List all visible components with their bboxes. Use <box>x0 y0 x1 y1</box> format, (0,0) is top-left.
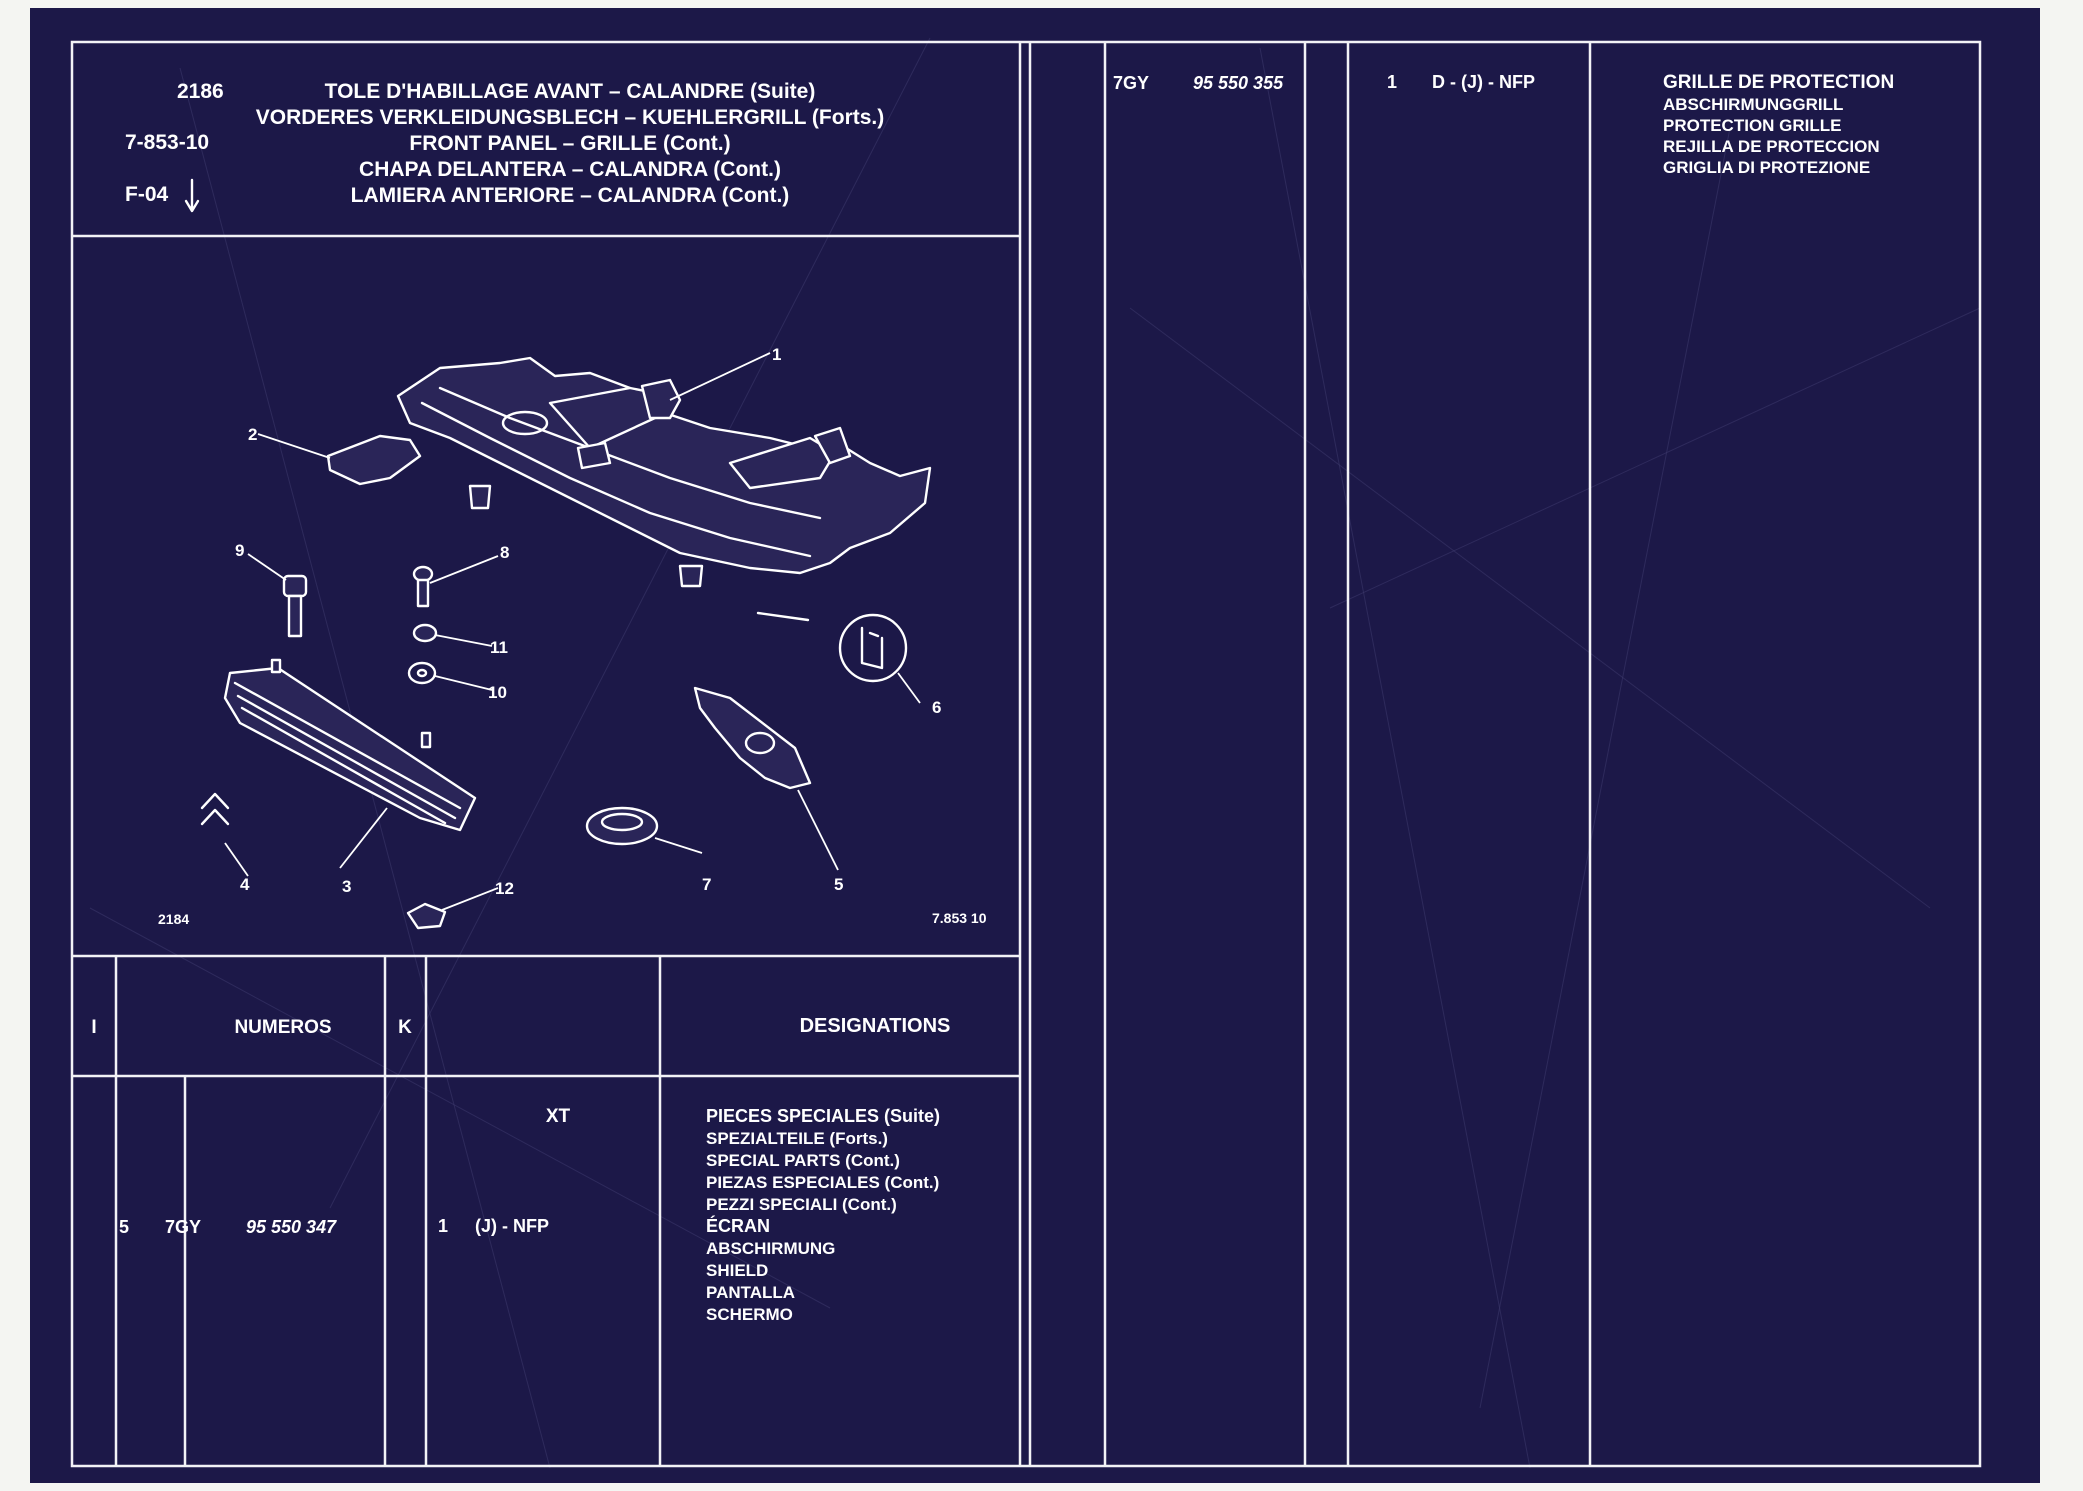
model-code: XT <box>546 1106 571 1127</box>
callout-1: 1 <box>772 345 781 364</box>
clip-nut-drawing <box>412 623 438 643</box>
row-quantity: 1 <box>1387 72 1397 92</box>
callout-8: 8 <box>500 543 509 562</box>
section-code: F-04 <box>125 183 169 206</box>
row-code: 7GY <box>1113 73 1149 93</box>
row-code: 7GY <box>165 1217 201 1237</box>
row-quantity: 1 <box>438 1216 448 1236</box>
callout-7: 7 <box>702 875 711 894</box>
row-applicability: (J) - NFP <box>475 1216 549 1236</box>
callout-9: 9 <box>235 541 244 560</box>
parts-catalog-page: 2186 7-853-10 F-04 TOLE D'HABILLAGE AVAN… <box>70 37 1982 1469</box>
row-designation-it: GRIGLIA DI PROTEZIONE <box>1663 158 1870 177</box>
callout-3: 3 <box>342 877 351 896</box>
group-title-de: SPEZIALTEILE (Forts.) <box>706 1129 888 1148</box>
row-designation-de: ABSCHIRMUNG <box>706 1239 835 1258</box>
microfiche-sheet: 2186 7-853-10 F-04 TOLE D'HABILLAGE AVAN… <box>30 8 2040 1483</box>
chevron-logo-drawing <box>200 792 230 826</box>
row-designation-en: SHIELD <box>706 1261 768 1280</box>
column-numeros-header: NUMEROS <box>234 1017 331 1038</box>
shield-drawing <box>693 686 812 790</box>
clip-detail-drawing <box>756 611 908 683</box>
title-en: FRONT PANEL – GRILLE (Cont.) <box>409 132 730 155</box>
nut-drawing <box>406 902 447 930</box>
drawing-reference: 7-853-10 <box>125 131 209 154</box>
callout-6: 6 <box>932 698 941 717</box>
screw-drawing <box>412 565 434 608</box>
column-index-header: I <box>91 1017 96 1038</box>
callout-5: 5 <box>834 875 843 894</box>
row-part-number: 95 550 355 <box>1193 73 1284 93</box>
row-applicability: D - (J) - NFP <box>1432 72 1535 92</box>
row-designation-it: SCHERMO <box>706 1305 793 1324</box>
column-k-header: K <box>398 1017 412 1038</box>
callout-10: 10 <box>488 683 507 702</box>
page-header: 2186 7-853-10 F-04 TOLE D'HABILLAGE AVAN… <box>125 80 885 213</box>
title-fr: TOLE D'HABILLAGE AVANT – CALANDRE (Suite… <box>325 80 816 103</box>
column-designations-header: DESIGNATIONS <box>800 1015 951 1037</box>
row-designation-en: PROTECTION GRILLE <box>1663 116 1842 135</box>
row-designation-fr: ÉCRAN <box>706 1215 770 1236</box>
parts-table-header: I NUMEROS K DESIGNATIONS <box>91 1015 950 1038</box>
group-title-it: PEZZI SPECIALI (Cont.) <box>706 1195 897 1214</box>
bolt-drawing <box>282 574 308 638</box>
plate-number: 2186 <box>177 80 224 103</box>
row-designation-es: REJILLA DE PROTECCION <box>1663 137 1880 156</box>
diagram-drawing-ref: 7.853 10 <box>932 910 987 926</box>
table-row: XT PIECES SPECIALES (Suite) SPEZIALTEILE… <box>119 1106 940 1324</box>
diagram-plate-ref: 2184 <box>158 911 189 927</box>
title-it: LAMIERA ANTERIORE – CALANDRA (Cont.) <box>351 184 790 207</box>
group-title-en: SPECIAL PARTS (Cont.) <box>706 1151 900 1170</box>
arrow-down-icon <box>184 178 200 213</box>
leader-lines <box>224 352 921 911</box>
table-row: 7GY 95 550 355 1 D - (J) - NFP GRILLE DE… <box>1113 72 1894 177</box>
callout-2: 2 <box>248 425 257 444</box>
group-title-es: PIEZAS ESPECIALES (Cont.) <box>706 1173 939 1192</box>
protection-grille-drawing <box>223 658 477 832</box>
callout-12: 12 <box>495 879 514 898</box>
callout-4: 4 <box>240 875 250 894</box>
oval-plug-drawing <box>585 806 659 846</box>
title-es: CHAPA DELANTERA – CALANDRA (Cont.) <box>359 158 781 181</box>
washer-drawing <box>407 661 437 685</box>
bracket-drawing <box>326 434 422 486</box>
row-designation-de: ABSCHIRMUNGGRILL <box>1663 95 1843 114</box>
group-title-fr: PIECES SPECIALES (Suite) <box>706 1106 940 1126</box>
title-de: VORDERES VERKLEIDUNGSBLECH – KUEHLERGRIL… <box>256 106 885 129</box>
front-panel-assembly-drawing <box>396 356 932 588</box>
row-designation-es: PANTALLA <box>706 1283 795 1302</box>
page-grid <box>70 40 1982 1468</box>
row-designation-fr: GRILLE DE PROTECTION <box>1663 72 1894 93</box>
callout-11: 11 <box>490 638 508 657</box>
exploded-diagram: 1 2 3 4 5 6 7 8 9 10 11 12 2184 7.853 10 <box>158 345 987 930</box>
row-index: 5 <box>119 1217 129 1237</box>
row-part-number: 95 550 347 <box>246 1217 337 1237</box>
